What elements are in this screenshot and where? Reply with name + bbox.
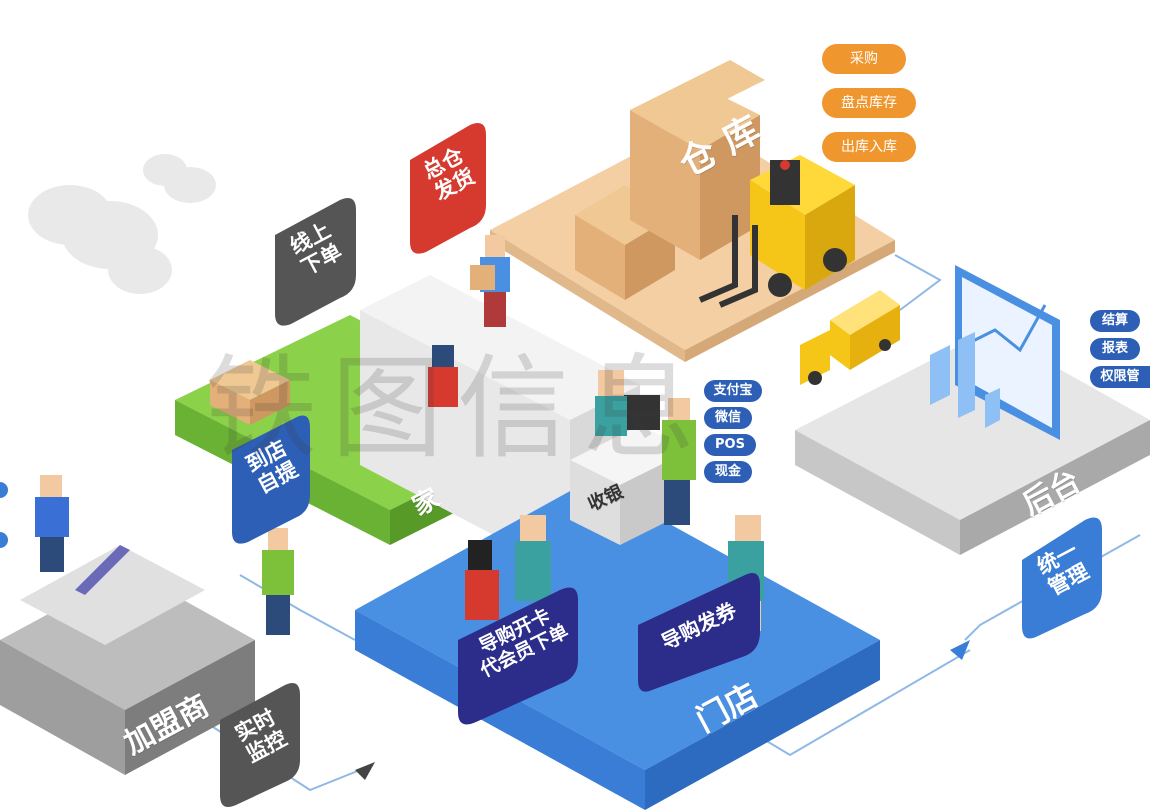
stock-in-out-pill: 出库入库	[822, 132, 916, 162]
person-icon	[470, 235, 510, 327]
tag-shapes	[220, 122, 1102, 808]
forklift-icon	[698, 155, 855, 308]
payment-alipay-pill: 支付宝	[704, 380, 762, 402]
person-icon	[515, 515, 551, 601]
report-pill: 报表	[1090, 338, 1140, 360]
truck-icon	[800, 290, 900, 385]
person-icon	[35, 475, 69, 572]
person-icon	[428, 345, 458, 407]
edge-marker	[0, 532, 8, 548]
person-icon	[262, 528, 294, 635]
cloud-icon	[28, 154, 216, 294]
payment-pos-pill: POS	[704, 434, 756, 456]
permission-pill: 权限管	[1090, 366, 1150, 388]
person-icon	[465, 540, 499, 620]
settlement-pill: 结算	[1090, 310, 1140, 332]
backend-platform	[795, 265, 1150, 555]
arrow-icon	[355, 762, 375, 780]
franchisee-platform	[0, 545, 255, 775]
arrow-icon	[950, 640, 970, 660]
inventory-count-pill: 盘点库存	[822, 88, 916, 118]
payment-cash-pill: 现金	[704, 461, 752, 483]
warehouse-boxes	[575, 60, 765, 300]
payment-wechat-pill: 微信	[704, 407, 752, 429]
person-icon	[595, 370, 627, 436]
purchase-pill: 采购	[822, 44, 906, 74]
person-icon	[662, 398, 696, 525]
edge-marker	[0, 482, 8, 498]
